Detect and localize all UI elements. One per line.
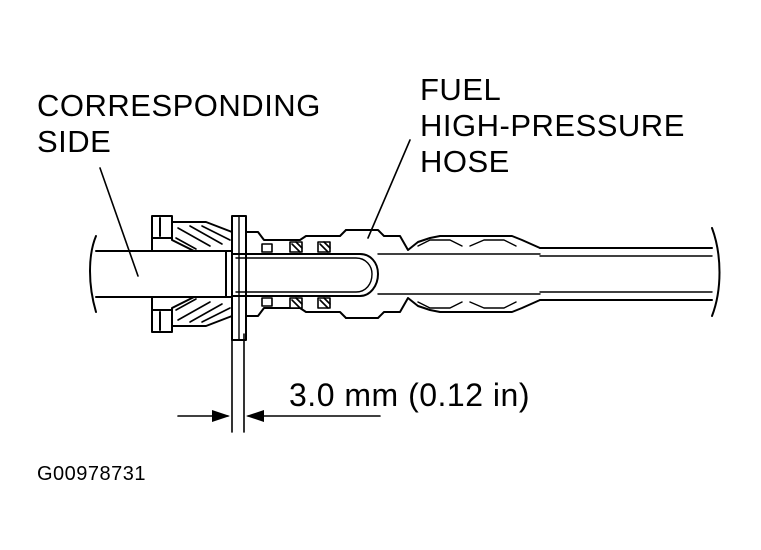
corresponding-side-label: CORRESPONDING SIDE xyxy=(37,88,321,160)
figure-code: G00978731 xyxy=(37,463,147,485)
fuel-high-pressure-hose xyxy=(539,227,721,317)
dimension-arrow-right xyxy=(246,410,264,422)
dimension-arrow-left xyxy=(212,410,230,422)
corresponding-side-line-2: SIDE xyxy=(37,124,112,159)
corresponding-side-leader xyxy=(99,167,139,277)
fuel-hose-line-2: HIGH-PRESSURE xyxy=(420,108,685,143)
fuel-hose-line-3: HOSE xyxy=(420,144,510,179)
o-rings xyxy=(261,241,331,309)
corresponding-side-line-1: CORRESPONDING xyxy=(37,88,321,123)
retainer-clip xyxy=(151,215,233,333)
fuel-hose-leader xyxy=(367,139,411,239)
connector-housing xyxy=(345,229,541,319)
dimension-label: 3.0 mm (0.12 in) xyxy=(289,377,530,413)
dimension-marker xyxy=(177,333,381,433)
fuel-hose-label: FUEL HIGH-PRESSURE HOSE xyxy=(420,72,685,180)
leader-lines xyxy=(99,139,411,277)
inserted-pipe-end xyxy=(225,250,379,298)
connector-flange xyxy=(231,215,347,341)
fuel-hose-line-1: FUEL xyxy=(420,72,502,107)
